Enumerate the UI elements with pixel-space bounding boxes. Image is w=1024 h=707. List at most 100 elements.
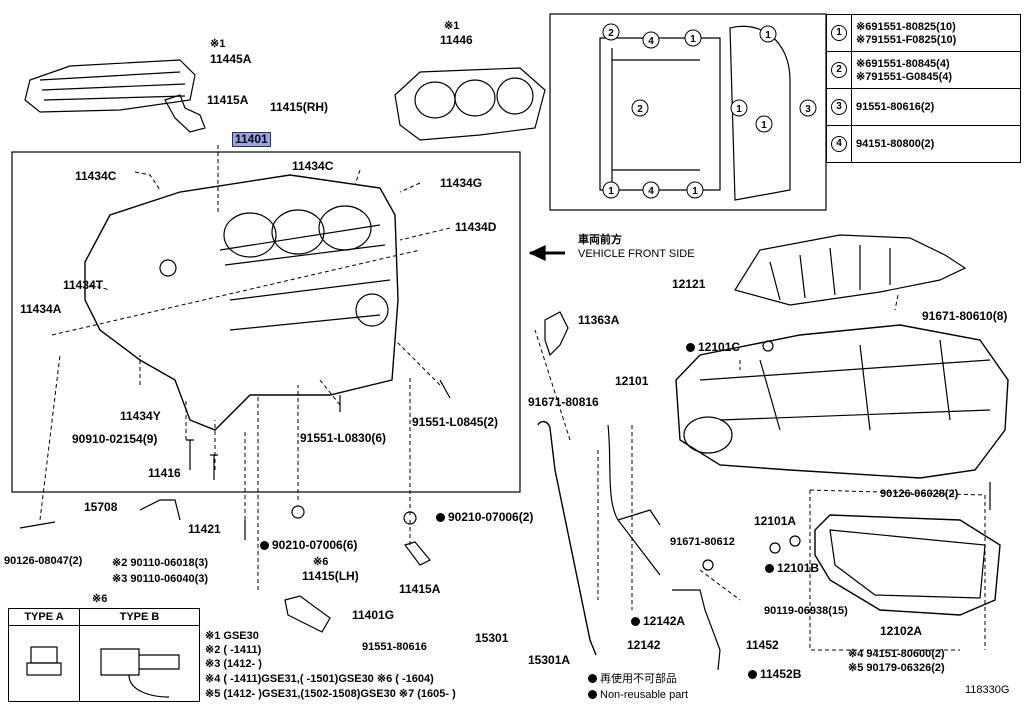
part-label-11401g[interactable]: 11401G — [352, 608, 395, 622]
part-label-90910-02154[interactable]: 90910-02154(9) — [72, 432, 158, 446]
legend-part[interactable]: 94151-80800(2) — [856, 138, 935, 150]
part-label-12101b[interactable]: 12101B — [765, 562, 819, 575]
part-number: 12142A — [643, 614, 686, 628]
cylinder-block — [84, 174, 399, 431]
part-number: 12101C — [698, 340, 741, 354]
part-label-11434c[interactable]: 11434C — [292, 159, 334, 173]
part-label-12142[interactable]: 12142 — [627, 638, 661, 652]
inset-callout-4a: 4 — [648, 36, 654, 47]
part-label-11415rh[interactable]: 11415(RH) — [270, 100, 329, 114]
divider — [79, 609, 80, 701]
part-label-91551-80616[interactable]: 91551-80616 — [362, 641, 427, 653]
note-mark: ※6 — [313, 556, 329, 568]
part-label-11421[interactable]: 11421 — [188, 522, 221, 536]
inset-callout-4b: 4 — [648, 186, 654, 197]
part-label-90110-06018[interactable]: ※2 90110-06018(3) — [112, 557, 209, 569]
part-label-11446[interactable]: 11446 — [440, 33, 473, 47]
legend-part[interactable]: ※691551-80825(10) — [856, 21, 956, 33]
part-label-11416[interactable]: 11416 — [148, 466, 181, 480]
legend-part[interactable]: ※791551-G0845(4) — [856, 71, 953, 83]
part-label-90210-07006-2[interactable]: 90210-07006(2) — [436, 511, 533, 524]
nonreusable-legend-jp: 再使用不可部品 — [588, 673, 677, 686]
part-label-11445a[interactable]: 11445A — [210, 52, 252, 66]
part-label-11415a[interactable]: 11415A — [399, 582, 441, 596]
note-mark: ※1 — [210, 38, 226, 50]
legend-row: 3 91551-80616(2) — [826, 88, 1021, 126]
part-label-91671-80610[interactable]: 91671-80610(8) — [922, 309, 1008, 323]
oil-pan-12102a — [814, 514, 1001, 616]
part-label-90126-08047[interactable]: 90126-08047(2) — [4, 555, 83, 567]
gasket-11446 — [394, 67, 546, 141]
part-label-11452[interactable]: 11452 — [746, 638, 779, 652]
legend-row: 4 94151-80800(2) — [826, 125, 1021, 163]
part-label-12102a[interactable]: 12102A — [880, 624, 923, 638]
nonreusable-dot-icon — [588, 674, 597, 683]
type-a-header: TYPE A — [9, 609, 80, 626]
cover-11445a — [24, 59, 196, 113]
part-label-11452b[interactable]: 11452B — [748, 668, 801, 681]
part-label-11434t[interactable]: 11434T — [63, 278, 104, 292]
part-label-15301[interactable]: 15301 — [475, 631, 509, 645]
nonreusable-dot-icon — [588, 690, 597, 699]
part-number: 12101B — [777, 561, 820, 575]
nonreusable-dot-icon — [436, 513, 445, 522]
legend-num: 1 — [831, 25, 847, 41]
inset-callout-1f: 1 — [692, 186, 698, 197]
type-box: TYPE A TYPE B — [8, 608, 200, 702]
legend-part[interactable]: ※691551-80845(4) — [856, 58, 950, 70]
nonreusable-dot-icon — [686, 343, 695, 352]
part-number: 11452B — [760, 667, 802, 681]
part-label-91671-80612[interactable]: 91671-80612 — [670, 536, 735, 548]
inset-callout-2a: 2 — [608, 28, 614, 39]
nonreusable-legend-en: Non-reusable part — [588, 689, 688, 702]
part-label-90179-06326[interactable]: ※5 90179-06326(2) — [848, 662, 945, 674]
part-label-12101[interactable]: 12101 — [615, 374, 649, 388]
engine-block-frame — [11, 151, 521, 493]
part-label-15708[interactable]: 15708 — [84, 500, 118, 514]
part-label-12101c[interactable]: 12101C — [686, 341, 740, 354]
part-label-11434g[interactable]: 11434G — [440, 176, 483, 190]
legend-num: 2 — [831, 62, 847, 78]
part-label-11415lh[interactable]: 11415(LH) — [302, 569, 359, 583]
part-label-90210-07006-6[interactable]: 90210-07006(6) — [260, 539, 357, 552]
part-label-91671-80816[interactable]: 91671-80816 — [528, 395, 599, 409]
note-mark: ※6 — [92, 593, 108, 605]
legend-part[interactable]: ※791551-F0825(10) — [856, 34, 957, 46]
part-label-15301a[interactable]: 15301A — [528, 653, 571, 667]
legend-row: 2 ※691551-80845(4) ※791551-G0845(4) — [826, 51, 1021, 89]
note-line: ※1 GSE30 — [205, 630, 259, 642]
part-label-11434y[interactable]: 11434Y — [120, 409, 161, 423]
part-label-11401[interactable]: 11401 — [232, 132, 271, 147]
part-label-94151-80600[interactable]: ※4 94151-80600(2) — [848, 648, 945, 660]
inset-callout-1d: 1 — [761, 120, 767, 131]
note-line: ※5 (1412- )GSE31,(1502-1508)GSE30 ※7 (16… — [205, 688, 456, 700]
part-label-11415a[interactable]: 11415A — [207, 93, 249, 107]
part-label-12121[interactable]: 12121 — [672, 277, 706, 291]
part-label-11434d[interactable]: 11434D — [455, 220, 497, 234]
part-label-11434a[interactable]: 11434A — [20, 302, 62, 316]
part-label-91551-l0845[interactable]: 91551-L0845(2) — [412, 415, 499, 429]
part-label-91551-l0830[interactable]: 91551-L0830(6) — [300, 431, 387, 445]
type-illustrations — [26, 646, 180, 698]
part-label-90126-06028[interactable]: 90126-06028(2) — [880, 488, 959, 500]
part-label-90119-06938[interactable]: 90119-06938(15) — [764, 605, 848, 617]
part-label-12101a[interactable]: 12101A — [754, 514, 797, 528]
direction-jp: 車両前方 — [578, 234, 622, 246]
bolt-legend-table: 1 ※691551-80825(10) ※791551-F0825(10) 2 … — [826, 14, 1021, 163]
part-label-11434c[interactable]: 11434C — [75, 169, 117, 183]
legend-text: Non-reusable part — [600, 689, 689, 701]
nonreusable-dot-icon — [631, 617, 640, 626]
part-label-12142a[interactable]: 12142A — [631, 615, 685, 628]
inset-callout-2b: 2 — [637, 104, 643, 115]
dipstick-15301 — [537, 420, 597, 656]
note-line: ※3 (1412- ) — [205, 658, 262, 670]
part-label-11363a[interactable]: 11363A — [578, 313, 620, 327]
nonreusable-dot-icon — [765, 564, 774, 573]
direction-en: VEHICLE FRONT SIDE — [578, 248, 695, 260]
legend-text: 再使用不可部品 — [600, 673, 677, 685]
legend-num: 4 — [831, 136, 847, 152]
legend-part[interactable]: 91551-80616(2) — [856, 101, 935, 113]
inset-callout-1e: 1 — [608, 186, 614, 197]
part-label-90110-06040[interactable]: ※3 90110-06040(3) — [112, 573, 209, 585]
